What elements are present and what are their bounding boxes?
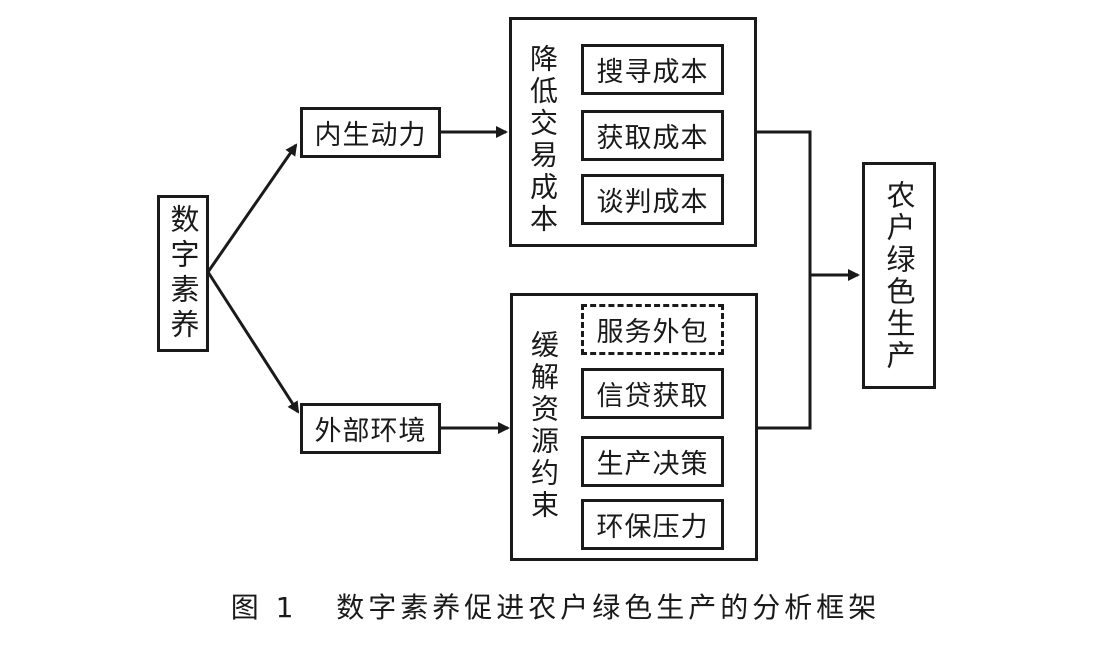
item-production-decision: 生产决策 <box>581 436 724 487</box>
item-search-cost: 搜寻成本 <box>581 44 724 95</box>
item-credit-access: 信贷获取 <box>581 368 724 419</box>
node-internal-motivation-label: 内生动力 <box>314 120 427 151</box>
figure-caption: 图 1 数字素养促进农户绿色生产的分析框架 <box>230 591 881 624</box>
node-green-production: 农户绿色生产 <box>862 162 936 389</box>
item-negotiation-cost: 谈判成本 <box>581 174 724 225</box>
item-negotiation-cost-label: 谈判成本 <box>596 187 709 218</box>
merge-connector <box>756 130 812 430</box>
node-digital-literacy: 数字素养 <box>157 195 209 352</box>
group-transaction-cost-label: 降低交易成本 <box>526 44 559 236</box>
item-production-decision-label: 生产决策 <box>596 449 709 480</box>
item-credit-access-label: 信贷获取 <box>596 381 709 412</box>
node-digital-literacy-label: 数字素养 <box>166 203 200 344</box>
arrow-literacy-to-motivation <box>206 143 298 273</box>
group-transaction-cost: 降低交易成本 搜寻成本 获取成本 谈判成本 <box>509 17 757 247</box>
node-internal-motivation: 内生动力 <box>300 107 441 158</box>
item-acquisition-cost: 获取成本 <box>581 110 724 161</box>
node-external-environment: 外部环境 <box>300 403 441 454</box>
node-external-environment-label: 外部环境 <box>314 416 427 447</box>
node-green-production-label: 农户绿色生产 <box>882 179 916 372</box>
item-acquisition-cost-label: 获取成本 <box>596 123 709 154</box>
item-search-cost-label: 搜寻成本 <box>596 57 709 88</box>
group-resource-constraint-label: 缓解资源约束 <box>527 330 560 522</box>
item-environmental-pressure: 环保压力 <box>581 499 724 550</box>
arrow-literacy-to-environment <box>206 271 300 414</box>
item-environmental-pressure-label: 环保压力 <box>596 512 709 543</box>
item-service-outsourcing: 服务外包 <box>581 304 724 355</box>
group-resource-constraint: 缓解资源约束 服务外包 信贷获取 生产决策 环保压力 <box>510 293 758 561</box>
item-service-outsourcing-label: 服务外包 <box>596 317 709 348</box>
